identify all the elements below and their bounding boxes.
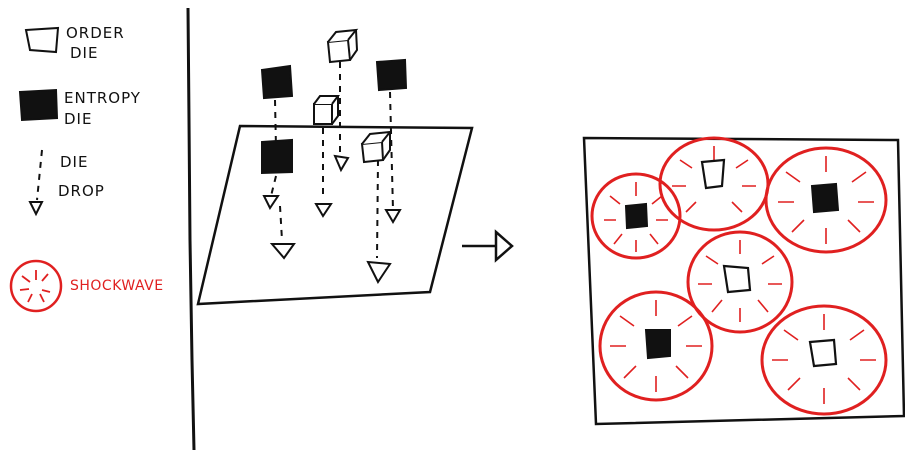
shockwave-ticks bbox=[604, 146, 876, 404]
drop-marker bbox=[384, 209, 402, 224]
drop-marker bbox=[269, 243, 296, 260]
legend-label-drop-line1: DIE bbox=[60, 153, 88, 171]
legend-item-entropy-die: ENTROPY DIE bbox=[18, 88, 141, 128]
entropy-die bbox=[260, 64, 294, 100]
shockwave-circle-icon bbox=[9, 259, 63, 313]
drop-scene bbox=[196, 28, 474, 306]
legend-label-order-line1: ORDER bbox=[66, 24, 125, 42]
legend-label-entropy-line2: DIE bbox=[64, 110, 92, 128]
legend-label-order-line2: DIE bbox=[70, 44, 98, 62]
result-entropy-dies bbox=[624, 182, 840, 360]
drop-landing-markers bbox=[262, 154, 402, 284]
entropy-die bbox=[624, 202, 649, 230]
order-die bbox=[313, 95, 340, 125]
divider-line bbox=[186, 7, 196, 451]
shockwave-scene bbox=[582, 136, 905, 426]
legend-item-order-die: ORDER DIE bbox=[24, 24, 125, 62]
legend: ORDER DIE ENTROPY DIE DIE DROP SHOCKWAVE bbox=[9, 24, 164, 313]
result-order-dies bbox=[700, 158, 838, 368]
shockwave-ring bbox=[598, 290, 714, 402]
drop-marker bbox=[314, 203, 333, 218]
shockwave-ring bbox=[764, 146, 888, 254]
shockwave-ring bbox=[590, 172, 682, 260]
order-die bbox=[360, 130, 393, 164]
order-die bbox=[722, 264, 752, 294]
entropy-die bbox=[810, 182, 840, 214]
arrow-right-icon bbox=[462, 229, 514, 263]
legend-label-shockwave: SHOCKWAVE bbox=[70, 278, 164, 294]
dashed-drop-arrow-icon bbox=[28, 149, 44, 217]
drop-marker bbox=[366, 260, 392, 284]
shockwave-ring bbox=[686, 230, 794, 334]
order-die bbox=[326, 28, 359, 64]
legend-item-die-drop: DIE DROP bbox=[28, 149, 105, 217]
entropy-die bbox=[644, 329, 671, 360]
entropy-dies bbox=[260, 58, 408, 175]
order-dies bbox=[313, 28, 393, 164]
black-die-filled-icon bbox=[18, 88, 59, 122]
result-board bbox=[582, 136, 905, 426]
shockwave-ring bbox=[760, 304, 888, 416]
entropy-die bbox=[375, 58, 408, 92]
drop-paths bbox=[270, 62, 394, 259]
legend-label-entropy-line1: ENTROPY bbox=[64, 89, 141, 107]
drop-marker bbox=[262, 195, 280, 210]
legend-label-drop-line2: DROP bbox=[58, 182, 105, 200]
order-die bbox=[700, 158, 726, 190]
legend-item-shockwave: SHOCKWAVE bbox=[9, 259, 164, 313]
board-plane bbox=[196, 124, 474, 306]
shockwave-rings bbox=[590, 136, 888, 416]
entropy-die bbox=[261, 138, 293, 175]
white-die-outline-icon bbox=[24, 26, 60, 54]
order-die bbox=[808, 338, 838, 368]
drop-marker bbox=[333, 154, 350, 173]
